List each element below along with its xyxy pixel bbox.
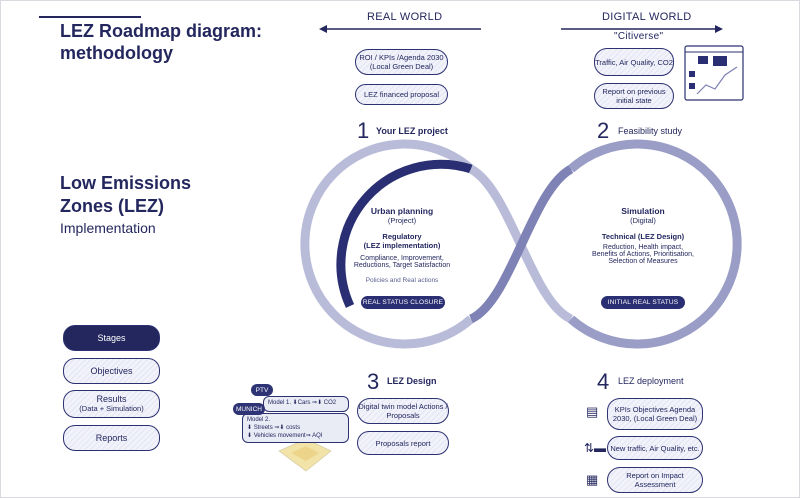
real-world-label: REAL WORLD (367, 11, 443, 23)
page-title: LEZ Roadmap diagram: methodology (60, 20, 262, 64)
legend-results-label: Results (96, 394, 127, 404)
real-world-arrow-head (319, 25, 327, 33)
step-1-number: 1 (357, 118, 370, 143)
loop-left-text: Urban planning (Project) Regulatory (LEZ… (322, 206, 482, 284)
new-traffic-pill: New traffic, Air Quality, etc. (607, 436, 703, 460)
title-line-2: methodology (60, 43, 173, 63)
policies-line: Policies and Real actions (365, 277, 439, 284)
step-4-number: 4 (597, 369, 610, 394)
urban-planning-heading: Urban planning (370, 206, 434, 216)
loop-left-light-arc (300, 139, 474, 349)
regulatory-heading: Regulatory (382, 232, 422, 241)
step-4-label: LEZ deployment (618, 376, 684, 386)
step-2-number: 2 (597, 118, 610, 143)
regulatory-sub: (LEZ implementation) (363, 241, 441, 250)
model-2-title: Model 2. (247, 417, 271, 423)
traffic-pill: Traffic, Air Quality, CO2 (594, 48, 674, 76)
compliance-line: Compliance, Improvement, (360, 255, 444, 262)
simulation-sub: (Digital) (630, 216, 656, 225)
proposals-report-pill: Proposals report (357, 431, 449, 455)
legend-stages: Stages (63, 325, 160, 351)
real-status-closure-badge: REAL STATUS CLOSURE (361, 296, 445, 309)
side-title-line-2: Zones (LEZ) (60, 196, 164, 216)
title-line-1: LEZ Roadmap diagram: (60, 21, 263, 41)
car-icon: ⇅▬ (584, 441, 607, 455)
loop-right-arc (568, 139, 742, 349)
reductions-line: Reductions, Target Satisfaction (353, 262, 451, 269)
digital-twin-pill: Digital twin model Actions / Proposals (357, 398, 449, 424)
step-2-label: Feasibility study (618, 126, 683, 136)
document-icon: ▤ (586, 404, 599, 419)
side-title-line-1: Low Emissions (60, 173, 192, 193)
loop-cross-mid (468, 165, 574, 324)
legend-reports: Reports (63, 425, 160, 451)
report-icon: ▦ (586, 472, 599, 487)
legend-results: Results (Data + Simulation) (63, 390, 160, 418)
digital-world-arrow-head (715, 25, 723, 33)
model-2-line-2: ⬇ Vehicles movement⇒ AQI (247, 433, 323, 439)
side-title: Low Emissions Zones (LEZ) (60, 172, 191, 218)
model-1-box: Model 1. ⬇Cars ⇒⬇ CO2 (263, 396, 349, 412)
kpis-objectives-pill: KPIs Objectives Agenda 2030, (Local Gree… (607, 398, 703, 430)
loop-left-dark-arc (336, 159, 473, 308)
citiverse-label: "Citiverse" (614, 31, 664, 42)
munich-tag: MUNICH (233, 403, 265, 415)
simulation-heading: Simulation (621, 206, 665, 216)
loop-right-text: Simulation (Digital) Technical (LEZ Desi… (563, 206, 723, 265)
step-3-label: LEZ Design (387, 376, 437, 386)
model-2-box: Model 2. ⬇ Streets ⇒⬇ costs ⬇ Vehicles m… (242, 413, 349, 443)
urban-planning-sub: (Project) (387, 216, 417, 225)
benefits-line: Benefits of Actions, Prioritisation, (592, 251, 694, 258)
roi-kpis-pill: ROI / KPIs /Agenda 2030 (Local Green Dea… (355, 49, 448, 75)
side-subtitle: Implementation (60, 220, 156, 236)
initial-real-status-badge: INITIAL REAL STATUS (601, 296, 685, 309)
step-3-number: 3 (367, 369, 380, 394)
reduction-line: Reduction, Health impact, (602, 244, 684, 251)
legend-results-sub: (Data + Simulation) (79, 404, 144, 413)
ptv-tag: PTV (251, 384, 273, 396)
report-previous-pill: Report on previous initial state (594, 83, 674, 109)
impact-report-pill: Report on Impact Assessment (607, 467, 703, 493)
legend-objectives: Objectives (63, 358, 160, 384)
financed-proposal-pill: LEZ financed proposal (355, 84, 448, 105)
selection-line: Selection of Measures (608, 258, 678, 265)
step-1-label: Your LEZ project (376, 126, 448, 136)
technical-heading: Technical (LEZ Design) (601, 232, 685, 241)
digital-world-label: DIGITAL WORLD (602, 11, 692, 23)
title-accent-bar (39, 16, 141, 18)
model-2-line-1: ⬇ Streets ⇒⬇ costs (247, 425, 301, 431)
